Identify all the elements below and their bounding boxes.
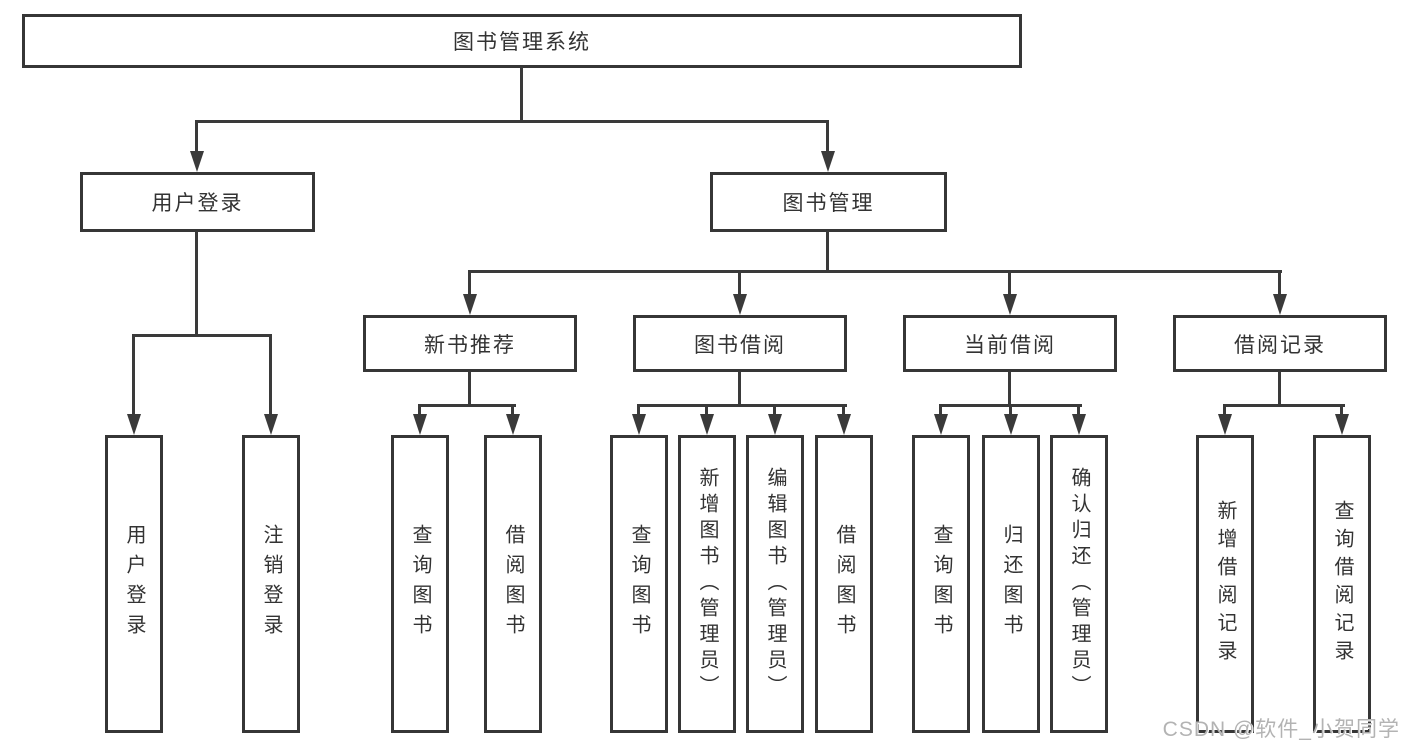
node-borrow-records: 借阅记录: [1173, 315, 1387, 372]
connector-root-hline: [195, 120, 829, 123]
leaf-query-books-2: 查询图书: [610, 435, 668, 733]
connector-borrow-stem: [738, 371, 741, 407]
arrow-down-icon: [264, 414, 278, 435]
node-book-borrow-label: 图书借阅: [694, 333, 786, 357]
node-current-borrow-label: 当前借阅: [964, 333, 1056, 357]
node-book-management: 图书管理: [710, 172, 947, 232]
arrow-down-icon: [700, 414, 714, 435]
connector-records-hline: [1223, 404, 1345, 407]
leaf-query-borrow-record-label: 查询借阅记录: [1331, 500, 1353, 668]
leaf-query-borrow-record: 查询借阅记录: [1313, 435, 1371, 733]
leaf-return-books-label: 归还图书: [1000, 524, 1022, 644]
connector-leaf-drop: [842, 404, 845, 416]
arrow-down-icon: [934, 414, 948, 435]
arrow-down-icon: [506, 414, 520, 435]
arrow-down-icon: [632, 414, 646, 435]
connector-current-stem: [1008, 371, 1011, 407]
connector-book-mgmt-stem: [826, 231, 829, 273]
connector-root-drop-left: [195, 120, 198, 154]
arrow-down-icon: [190, 151, 204, 172]
node-root: 图书管理系统: [22, 14, 1022, 68]
arrow-down-icon: [1072, 414, 1086, 435]
arrow-down-icon: [463, 294, 477, 315]
connector-leaf-drop: [1340, 404, 1343, 416]
arrow-down-icon: [1335, 414, 1349, 435]
leaf-user-login-label: 用户登录: [123, 524, 145, 644]
arrow-down-icon: [733, 294, 747, 315]
arrow-down-icon: [1273, 294, 1287, 315]
leaf-logout-label: 注销登录: [260, 524, 282, 644]
connector-leaf-drop: [1009, 404, 1012, 416]
connector-user-login-stem: [195, 231, 198, 337]
node-user-login: 用户登录: [80, 172, 315, 232]
connector-user-login-drop-2: [269, 334, 272, 416]
connector-book-mgmt-drop-3: [1008, 270, 1011, 297]
leaf-add-borrow-record-label: 新增借阅记录: [1214, 500, 1236, 668]
connector-leaf-drop: [1223, 404, 1226, 416]
connector-root-drop-right: [826, 120, 829, 154]
arrow-down-icon: [768, 414, 782, 435]
leaf-confirm-return-admin: 确认归还（管理员）: [1050, 435, 1108, 733]
connector-leaf-drop: [705, 404, 708, 416]
arrow-down-icon: [413, 414, 427, 435]
leaf-query-books-2-label: 查询图书: [628, 524, 650, 644]
connector-root-stem: [520, 67, 523, 123]
arrow-down-icon: [1218, 414, 1232, 435]
connector-new-book-stem: [468, 371, 471, 407]
leaf-edit-books-admin: 编辑图书（管理员）: [746, 435, 804, 733]
connector-book-mgmt-drop-2: [738, 270, 741, 297]
leaf-query-books-1-label: 查询图书: [409, 524, 431, 644]
connector-new-book-hline: [418, 404, 516, 407]
leaf-borrow-books-2: 借阅图书: [815, 435, 873, 733]
node-borrow-records-label: 借阅记录: [1234, 333, 1326, 357]
leaf-confirm-return-admin-label: 确认归还（管理员）: [1068, 467, 1090, 701]
node-book-management-label: 图书管理: [782, 192, 875, 215]
node-new-book-recommend-label: 新书推荐: [424, 333, 516, 357]
connector-records-stem: [1278, 371, 1281, 407]
connector-leaf-drop: [637, 404, 640, 416]
leaf-edit-books-admin-label: 编辑图书（管理员）: [764, 467, 786, 701]
leaf-add-books-admin-label: 新增图书（管理员）: [696, 467, 718, 701]
connector-leaf-drop: [773, 404, 776, 416]
connector-user-login-drop-1: [132, 334, 135, 416]
connector-leaf-drop: [939, 404, 942, 416]
arrow-down-icon: [127, 414, 141, 435]
leaf-borrow-books-1-label: 借阅图书: [502, 524, 524, 644]
node-user-login-label: 用户登录: [151, 192, 244, 215]
leaf-query-books-3-label: 查询图书: [930, 524, 952, 644]
leaf-add-borrow-record: 新增借阅记录: [1196, 435, 1254, 733]
leaf-borrow-books-1: 借阅图书: [484, 435, 542, 733]
csdn-watermark: CSDN @软件_小贺同学: [1162, 718, 1400, 741]
node-book-borrow: 图书借阅: [633, 315, 847, 372]
arrow-down-icon: [837, 414, 851, 435]
connector-leaf-drop: [511, 404, 514, 416]
node-root-label: 图书管理系统: [453, 31, 591, 54]
arrow-down-icon: [1003, 294, 1017, 315]
connector-book-mgmt-drop-4: [1278, 270, 1281, 297]
leaf-return-books: 归还图书: [982, 435, 1040, 733]
connector-book-mgmt-drop-1: [468, 270, 471, 297]
leaf-query-books-3: 查询图书: [912, 435, 970, 733]
node-new-book-recommend: 新书推荐: [363, 315, 577, 372]
leaf-logout: 注销登录: [242, 435, 300, 733]
arrow-down-icon: [1004, 414, 1018, 435]
connector-book-mgmt-hline: [468, 270, 1282, 273]
connector-borrow-hline: [637, 404, 847, 407]
arrow-down-icon: [821, 151, 835, 172]
node-current-borrow: 当前借阅: [903, 315, 1117, 372]
connector-leaf-drop: [1077, 404, 1080, 416]
leaf-borrow-books-2-label: 借阅图书: [833, 524, 855, 644]
leaf-add-books-admin: 新增图书（管理员）: [678, 435, 736, 733]
connector-leaf-drop: [418, 404, 421, 416]
leaf-query-books-1: 查询图书: [391, 435, 449, 733]
connector-user-login-hline: [132, 334, 272, 337]
leaf-user-login: 用户登录: [105, 435, 163, 733]
